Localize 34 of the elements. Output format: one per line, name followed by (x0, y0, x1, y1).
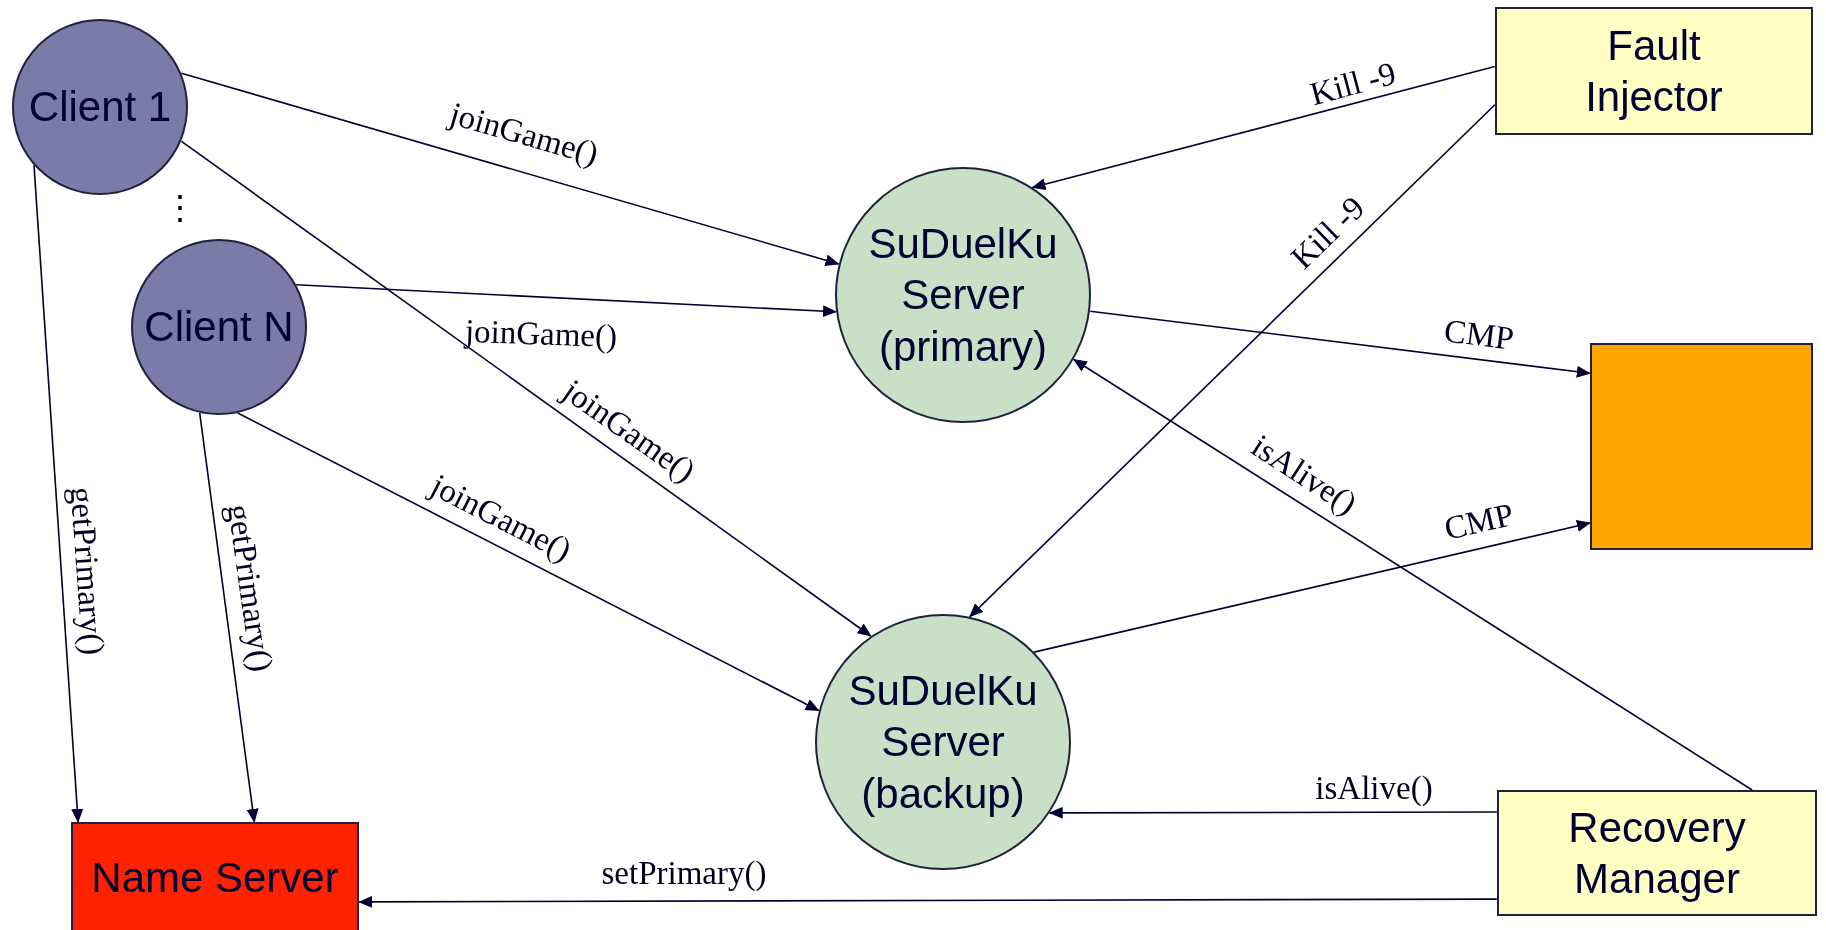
edge-label: joinGame() (464, 312, 618, 356)
edge-label: getPrimary() (219, 501, 281, 675)
arrow (969, 103, 1496, 618)
process-box (1497, 790, 1817, 916)
edge-label: getPrimary() (62, 485, 112, 657)
ellipsis-mark: ⋮ (163, 187, 197, 227)
node-label: Name Server (90, 853, 340, 904)
arrow (358, 895, 1498, 908)
edge-label: isAlive() (1315, 769, 1433, 807)
edge-label: Kill -9 (1306, 54, 1400, 114)
process-box (1495, 7, 1813, 135)
node-label: Recovery Manager (1567, 802, 1747, 904)
edge-label: CMP (1442, 312, 1516, 358)
arrow (33, 164, 84, 823)
edge-label: setPrimary() (601, 854, 767, 892)
arrow (198, 412, 259, 823)
arrow (180, 140, 872, 637)
arrow (1089, 310, 1591, 378)
edge-label: Kill -9 (1283, 189, 1373, 277)
node-label: Fault Injector (1584, 20, 1724, 122)
node-label: Client N (143, 302, 295, 353)
arrow (1033, 520, 1591, 653)
database-box (1590, 343, 1813, 550)
arrow (1072, 358, 1753, 791)
arrow (237, 412, 820, 712)
arrow (1048, 806, 1498, 819)
arrow (180, 72, 840, 267)
edge-label: CMP (1440, 496, 1518, 548)
arrow (295, 284, 837, 318)
node-label: SuDuelKu Server (backup) (847, 666, 1039, 819)
process-box (71, 822, 359, 930)
arrow (1031, 65, 1496, 190)
node-label: Client 1 (27, 82, 173, 133)
node-label: SuDuelKu Server (primary) (867, 219, 1059, 372)
